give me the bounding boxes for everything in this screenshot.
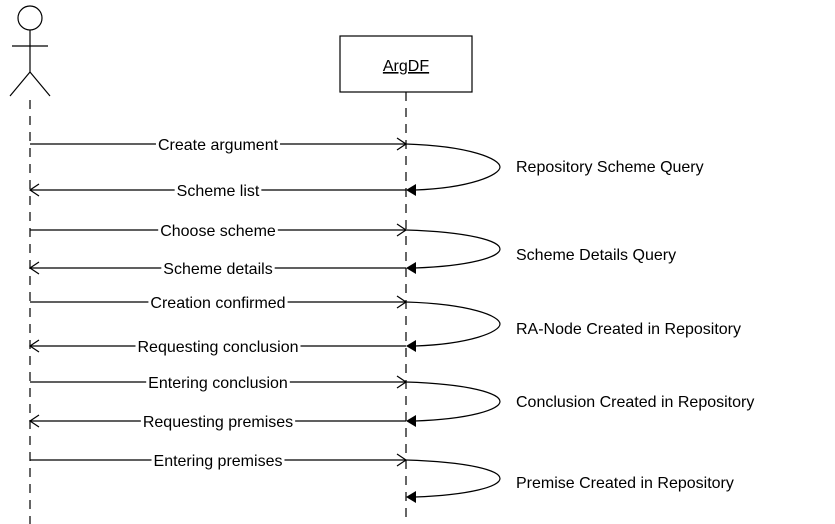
message-label: Entering conclusion [148, 375, 288, 392]
self-call: RA-Node Created in Repository [405, 301, 741, 352]
self-call: Conclusion Created in Repository [405, 381, 754, 427]
message-label: Requesting conclusion [138, 339, 299, 356]
actor-figure [9, 5, 51, 97]
self-call-arrowhead [406, 415, 416, 427]
message-label: Scheme list [177, 183, 260, 200]
self-call-label: Repository Scheme Query [516, 159, 704, 176]
message-label-background [148, 293, 288, 311]
self-call-label: RA-Node Created in Repository [516, 321, 741, 338]
self-call-label: Premise Created in Repository [516, 475, 734, 492]
self-call-arc [405, 143, 501, 191]
message-label-background [135, 337, 301, 355]
message-arrow: Creation confirmed [30, 293, 408, 312]
message-label: Scheme details [163, 261, 272, 278]
self-call: Premise Created in Repository [405, 459, 734, 503]
message-label-background [174, 181, 262, 199]
system-lifeline-header: ArgDF [339, 35, 473, 93]
system-name: ArgDF [383, 58, 429, 75]
message-arrow: Choose scheme [30, 221, 408, 240]
self-call-label: Conclusion Created in Repository [516, 394, 754, 411]
self-call-arrowhead [406, 184, 416, 196]
message-arrow: Requesting conclusion [28, 337, 406, 356]
message-arrow: Requesting premises [28, 412, 406, 431]
self-call-arrowhead [406, 262, 416, 274]
self-call: Scheme Details Query [405, 229, 676, 274]
message-label: Requesting premises [143, 414, 293, 431]
message-label: Creation confirmed [150, 295, 285, 312]
message-label: Entering premises [154, 453, 283, 470]
self-call-arrowhead [406, 491, 416, 503]
message-label: Create argument [158, 137, 279, 154]
message-label-background [161, 259, 275, 277]
self-call-arc [405, 459, 501, 498]
message-label-background [140, 412, 296, 430]
message-label-background [155, 135, 281, 153]
message-label: Choose scheme [160, 223, 276, 240]
self-call-arrowhead [406, 340, 416, 352]
message-label-background [151, 451, 285, 469]
message-arrow: Scheme list [28, 181, 406, 200]
message-arrow: Entering premises [30, 451, 408, 470]
message-arrow: Entering conclusion [30, 373, 408, 392]
self-call-arc [405, 381, 501, 422]
message-arrow: Create argument [30, 135, 408, 154]
self-call: Repository Scheme Query [405, 143, 704, 196]
message-label-background [146, 373, 290, 391]
self-call-arc [405, 301, 501, 347]
message-label-background [158, 221, 278, 239]
self-call-label: Scheme Details Query [516, 247, 676, 264]
self-call-arc [405, 229, 501, 269]
message-arrow: Scheme details [28, 259, 406, 278]
